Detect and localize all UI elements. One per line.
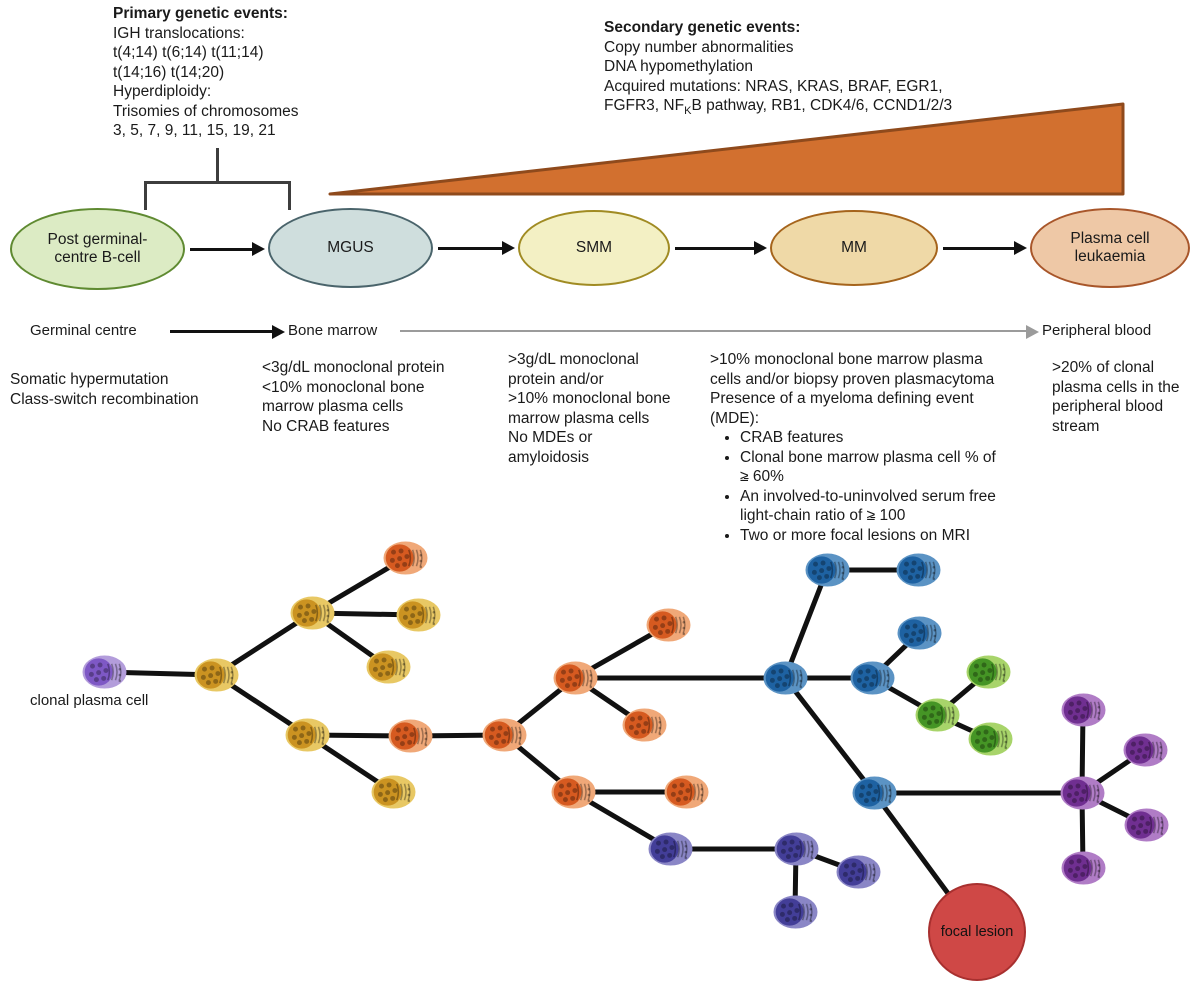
plasma-cell-node (1061, 851, 1106, 885)
secondary-line-pathways: FGFR3, NFKB pathway, RB1, CDK4/6, CCND1/… (604, 96, 1074, 122)
timeline-label-bone-marrow: Bone marrow (288, 322, 378, 339)
criteria-mm-intro: >10% monoclonal bone marrow plasma cells… (710, 351, 995, 427)
ge-symbol-1: ≥ (740, 468, 749, 485)
criteria-mgus: <3g/dL monoclonal protein <10% monoclona… (262, 359, 445, 435)
stage-oval-plasma-cell-leukaemia[interactable]: Plasma cell leukaemia (1030, 208, 1190, 288)
plasma-cell-node (773, 895, 818, 929)
plasma-cell-node (388, 719, 433, 753)
plasma-cell-node (383, 541, 428, 575)
stage-arrow-line (190, 248, 253, 251)
pathway-post: B pathway, RB1, CDK4/6, CCND1/2/3 (691, 97, 953, 114)
mde-bullet-crab: CRAB features (740, 428, 1040, 448)
plasma-cell-node (551, 775, 596, 809)
timeline-rule (400, 330, 1030, 332)
timeline-rule-arrow-head (1026, 325, 1039, 339)
primary-genetic-events-body: IGH translocations: t(4;14) t(6;14) t(11… (113, 24, 299, 140)
mde-bullet-clonal-pc: Clonal bone marrow plasma cell % of ≥ 60% (740, 448, 1040, 487)
bracket-right-leg (288, 181, 291, 210)
criteria-pcl: >20% of clonal plasma cells in the perip… (1052, 359, 1180, 435)
primary-genetic-events-title: Primary genetic events: (113, 5, 288, 22)
tree-nodes: focal lesion (0, 520, 1200, 984)
tree-root-label: clonal plasma cell (30, 692, 149, 709)
mde-bullet-focal-lesions: Two or more focal lesions on MRI (740, 526, 1040, 546)
genetic-instability-wedge (328, 100, 1126, 198)
mde-bullet-flc-value: 100 (879, 507, 906, 524)
plasma-cell-node (966, 655, 1011, 689)
plasma-cell-node (774, 832, 819, 866)
stage-arrow-head (1014, 241, 1027, 255)
timeline-arrow-head (272, 325, 285, 339)
primary-genetic-events-annotation: Primary genetic events: IGH translocatio… (113, 4, 403, 141)
plasma-cell-node (896, 553, 941, 587)
mde-bullet-flc-text: An involved-to-uninvolved serum free (740, 487, 996, 505)
stage-oval-label: MGUS (327, 239, 374, 256)
stage-oval-label: SMM (575, 239, 613, 256)
bracket-left-leg (144, 181, 147, 210)
secondary-genetic-events-annotation: Secondary genetic events: Copy number ab… (604, 18, 1074, 122)
plasma-cell-node (1124, 808, 1169, 842)
stage-arrow-line (675, 247, 755, 250)
bracket-stem (216, 148, 219, 184)
mde-bullet-flc-ratio: An involved-to-uninvolved serum freeligh… (740, 487, 1040, 526)
plasma-cell-node (763, 661, 808, 695)
stage-oval-label: Post germinal- centre B-cell (47, 231, 148, 266)
plasma-cell-node (850, 661, 895, 695)
plasma-cell-node (968, 722, 1013, 756)
mde-bullet-list: CRAB features Clonal bone marrow plasma … (726, 428, 1040, 545)
plasma-cell-node (915, 698, 960, 732)
stage-arrow-head (754, 241, 767, 255)
stage-oval-mm[interactable]: MM (770, 210, 938, 286)
plasma-cell-node (1060, 776, 1105, 810)
criteria-germinal-centre: Somatic hypermutation Class-switch recom… (10, 371, 199, 408)
plasma-cell-node (1061, 693, 1106, 727)
plasma-cell-node (371, 775, 416, 809)
focal-lesion-node: focal lesion (928, 883, 1026, 981)
criteria-mm: >10% monoclonal bone marrow plasma cells… (710, 350, 1040, 545)
plasma-cell-node (290, 596, 335, 630)
stage-oval-mgus[interactable]: MGUS (268, 208, 433, 288)
secondary-line-acquired-mutations: Acquired mutations: NRAS, KRAS, BRAF, EG… (604, 77, 943, 95)
ge-symbol-2: ≥ (866, 507, 876, 524)
stage-arrow-line (943, 247, 1015, 250)
plasma-cell-node (852, 776, 897, 810)
stage-oval-post-germinal-centre-b-cell[interactable]: Post germinal- centre B-cell (10, 208, 185, 290)
plasma-cell-node (82, 655, 127, 689)
plasma-cell-node (194, 658, 239, 692)
plasma-cell-node (836, 855, 881, 889)
plasma-cell-node (622, 708, 667, 742)
stage-oval-label: Plasma cell leukaemia (1070, 230, 1150, 265)
timeline-label-peripheral-blood: Peripheral blood (1042, 322, 1152, 339)
clonal-evolution-tree: focal lesion clonal plasma cell (0, 520, 1200, 984)
stage-oval-smm[interactable]: SMM (518, 210, 670, 286)
plasma-cell-node (366, 650, 411, 684)
focal-lesion-label: focal lesion (940, 924, 1014, 940)
plasma-cell-node (805, 553, 850, 587)
stage-oval-label: MM (841, 239, 867, 256)
secondary-line-hypomethylation: DNA hypomethylation (604, 58, 754, 75)
plasma-cell-node (482, 718, 527, 752)
plasma-cell-node (646, 608, 691, 642)
pathway-subscript: K (684, 105, 692, 118)
timeline-arrow-line (170, 330, 275, 333)
plasma-cell-node (897, 616, 942, 650)
stage-arrow-line (438, 247, 503, 250)
stage-arrow-head (252, 242, 265, 256)
mde-bullet-clonal-pc-text: Clonal bone marrow plasma cell % of (740, 448, 996, 466)
stage-arrow-head (502, 241, 515, 255)
secondary-line-copy-number: Copy number abnormalities (604, 38, 794, 56)
pathway-pre: FGFR3, NF (604, 97, 685, 114)
plasma-cell-node (285, 718, 330, 752)
plasma-cell-node (553, 661, 598, 695)
plasma-cell-node (664, 775, 709, 809)
plasma-cell-node (1123, 733, 1168, 767)
mde-bullet-clonal-pc-value: 60% (752, 468, 784, 485)
criteria-smm: >3g/dL monoclonal protein and/or >10% mo… (508, 351, 671, 466)
plasma-cell-node (396, 598, 441, 632)
plasma-cell-node (648, 832, 693, 866)
secondary-genetic-events-title: Secondary genetic events: (604, 19, 801, 36)
bracket-top (144, 181, 291, 184)
timeline-label-germinal-centre: Germinal centre (30, 322, 137, 339)
